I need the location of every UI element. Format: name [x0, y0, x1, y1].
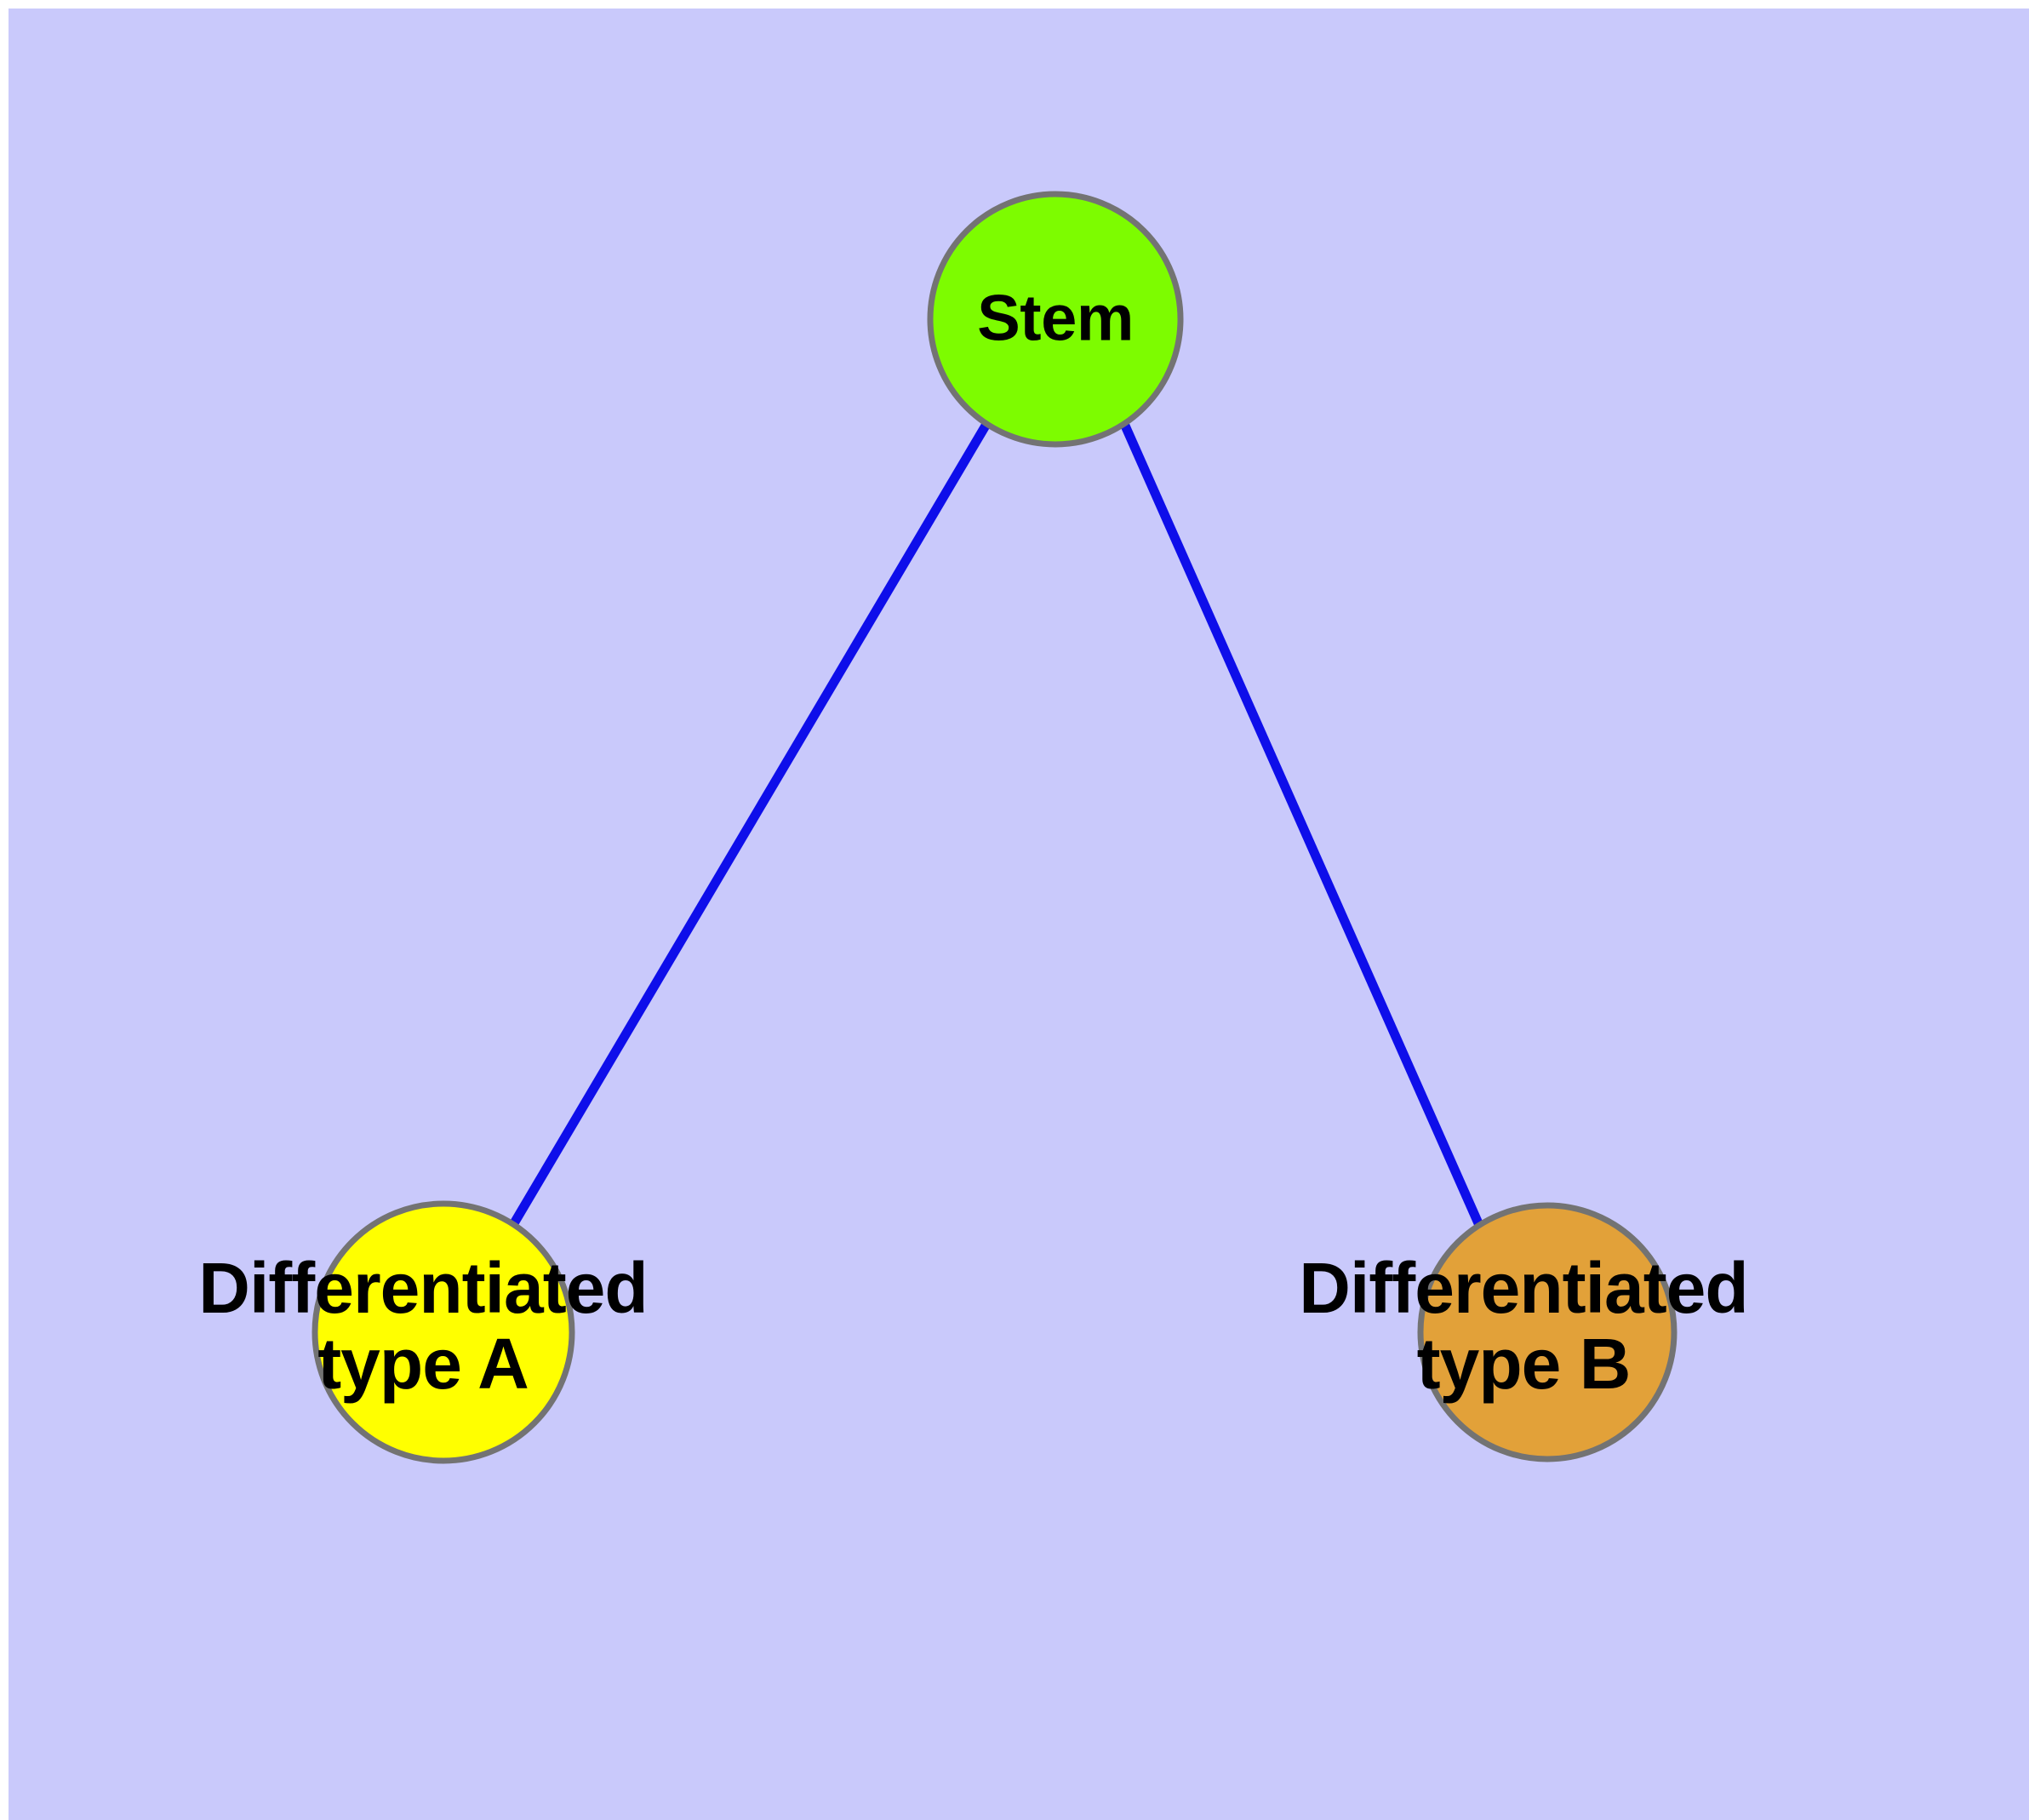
node-stem-circle[interactable] — [927, 191, 1184, 448]
node-diff-a-circle[interactable] — [311, 1200, 575, 1464]
node-layer — [311, 191, 1677, 1464]
edge-stem-to-diff-a — [510, 423, 990, 1226]
edge-stem-to-diff-b — [1120, 423, 1483, 1226]
node-diff-b-circle[interactable] — [1417, 1202, 1677, 1462]
edge-layer — [510, 423, 1483, 1226]
